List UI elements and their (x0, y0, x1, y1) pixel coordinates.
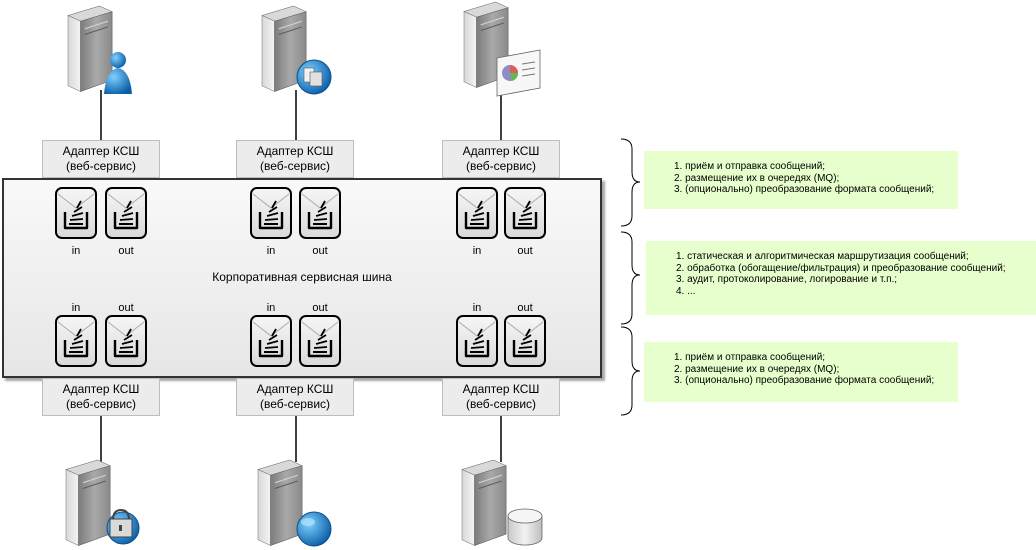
server-top-2 (261, 5, 332, 95)
bus-title: Корпоративная сервисная шина (212, 270, 392, 284)
server-bottom-2 (257, 459, 332, 547)
port-label-in: in (71, 302, 81, 314)
note-item: 3. (опционально) преобразование формата … (674, 375, 935, 386)
note-item: 2. размещение их в очередях (MQ); (674, 363, 840, 375)
server-bottom-3 (461, 459, 543, 547)
note-item: 1. приём и отправка сообщений; (674, 161, 826, 172)
port-label-out: out (517, 245, 533, 257)
user-icon (104, 52, 132, 94)
queue-top-3-in (455, 186, 499, 240)
adapter-subtitle: (веб-сервис) (65, 397, 137, 411)
queue-top-2-in (249, 186, 293, 240)
queue-top-3-out (503, 186, 547, 240)
adapter-title: Адаптер КСШ (62, 144, 140, 158)
note-adapters-top: 1. приём и отправка сообщений; 2. размещ… (644, 151, 958, 209)
server-top-3 (463, 1, 541, 97)
port-label-in: in (472, 245, 482, 257)
database-icon (507, 508, 543, 546)
port-label-out: out (118, 302, 134, 314)
brace-top (620, 138, 641, 227)
port-label-in: in (266, 302, 276, 314)
adapter-bottom-1: Адаптер КСШ (веб-сервис) (42, 378, 160, 416)
globe-icon (296, 511, 332, 547)
queue-bottom-3-in (455, 314, 499, 368)
note-adapters-bottom: 1. приём и отправка сообщений; 2. размещ… (644, 342, 958, 402)
port-label-out: out (118, 245, 134, 257)
adapter-title: Адаптер КСШ (462, 382, 540, 396)
note-bus: 1. статическая и алгоритмическая маршрут… (646, 241, 1036, 315)
adapter-top-1: Адаптер КСШ (веб-сервис) (42, 140, 160, 178)
port-label-out: out (517, 302, 533, 314)
adapter-title: Адаптер КСШ (462, 144, 540, 158)
note-item: 1. статическая и алгоритмическая маршрут… (676, 251, 969, 262)
documents-icon (296, 59, 332, 95)
lock-icon (106, 508, 140, 545)
report-chart-icon (496, 49, 541, 97)
brace-middle (620, 231, 641, 325)
server-bottom-1 (65, 459, 140, 547)
queue-bottom-1-in (54, 314, 98, 368)
queue-bottom-1-out (104, 314, 148, 368)
adapter-bottom-2: Адаптер КСШ (веб-сервис) (236, 378, 354, 416)
server-top-1 (67, 5, 132, 94)
port-label-in: in (472, 302, 482, 314)
adapter-subtitle: (веб-сервис) (465, 397, 537, 411)
note-item: 4. ... (676, 285, 696, 297)
adapter-title: Адаптер КСШ (256, 144, 334, 158)
adapter-subtitle: (веб-сервис) (65, 159, 137, 173)
adapter-subtitle: (веб-сервис) (259, 397, 331, 411)
queue-top-1-out (104, 186, 148, 240)
queue-bottom-3-out (503, 314, 547, 368)
note-item: 3. (опционально) преобразование формата … (674, 184, 935, 195)
queue-top-2-out (298, 186, 342, 240)
adapter-bottom-3: Адаптер КСШ (веб-сервис) (442, 378, 560, 416)
note-item: 2. размещение их в очередях (MQ); (674, 172, 840, 184)
port-label-out: out (312, 245, 328, 257)
adapter-top-3: Адаптер КСШ (веб-сервис) (442, 140, 560, 178)
brace-bottom (620, 326, 641, 416)
note-item: 2. обработка (обогащение/фильтрация) и п… (676, 262, 1006, 274)
queue-bottom-2-out (298, 314, 342, 368)
adapter-title: Адаптер КСШ (62, 382, 140, 396)
port-label-in: in (71, 245, 81, 257)
queue-bottom-2-in (249, 314, 293, 368)
adapter-top-2: Адаптер КСШ (веб-сервис) (236, 140, 354, 178)
adapter-subtitle: (веб-сервис) (259, 159, 331, 173)
queue-top-1-in (54, 186, 98, 240)
adapter-subtitle: (веб-сервис) (465, 159, 537, 173)
note-item: 3. аудит, протоколирование, логирование … (676, 274, 898, 285)
note-item: 1. приём и отправка сообщений; (674, 352, 826, 363)
adapter-title: Адаптер КСШ (256, 382, 334, 396)
port-label-in: in (266, 245, 276, 257)
port-label-out: out (312, 302, 328, 314)
